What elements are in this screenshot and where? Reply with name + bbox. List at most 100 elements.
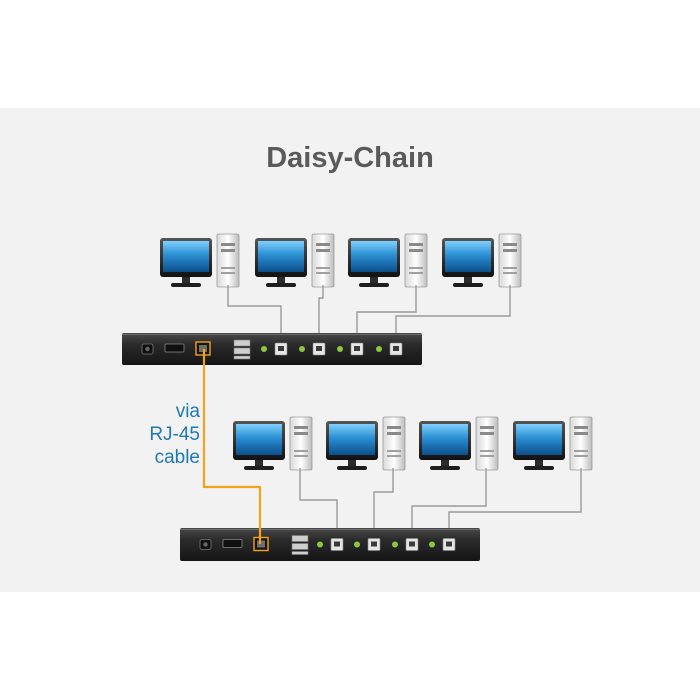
led-indicator-icon [299, 346, 305, 352]
pc-vent [409, 267, 423, 269]
pc-drive-bay [480, 432, 494, 435]
usb-cable [318, 285, 324, 337]
pc-drive-bay [387, 432, 401, 435]
led-indicator-icon [354, 541, 360, 548]
led-indicator-icon [337, 346, 343, 352]
pc-tower-icon [382, 416, 406, 471]
pc-vent [221, 272, 235, 274]
power-jack-pin [145, 346, 150, 352]
pc-drive-bay [503, 249, 517, 252]
usb-b-port-opening [334, 541, 340, 547]
usb-b-port-opening [409, 541, 415, 547]
monitor-screen [445, 241, 491, 272]
usb-cable [227, 285, 282, 337]
pc-drive-bay [294, 432, 308, 435]
usb-b-port-opening [278, 346, 284, 351]
diagram-title: Daisy-Chain [266, 142, 434, 174]
monitor-neck [277, 277, 285, 283]
monitor-screen [236, 424, 282, 455]
rj45-port-contacts [199, 345, 207, 352]
kvm-switch-body [122, 333, 422, 365]
usb-b-port-opening [354, 346, 360, 351]
usb-a-port-icon [233, 355, 251, 360]
led-indicator-icon [261, 346, 267, 352]
pc-drive-bay [480, 426, 494, 429]
monitor-neck [535, 460, 543, 466]
usb-a-port-icon [233, 347, 251, 355]
usb-cable [299, 468, 338, 532]
usb-a-port-icon [233, 339, 251, 347]
pc-tower-icon [475, 416, 499, 471]
monitor-screen [422, 424, 468, 455]
pc-vent [503, 267, 517, 269]
monitor-base [453, 283, 483, 287]
kvm-switch-body [180, 528, 480, 561]
led-indicator-icon [317, 541, 323, 548]
usb-b-port-opening [393, 346, 399, 351]
monitor-screen [258, 241, 304, 272]
led-indicator-icon [392, 541, 398, 548]
pc-vent [316, 272, 330, 274]
cable-label-line-3: cable [154, 447, 200, 468]
monitor-neck [255, 460, 263, 466]
monitor-base [244, 466, 274, 470]
monitor-screen [163, 241, 209, 272]
pc-drive-bay [574, 426, 588, 429]
pc-vent [503, 272, 517, 274]
usb-a-port-icon [291, 551, 309, 555]
monitor-screen [351, 241, 397, 272]
monitor-base [266, 283, 296, 287]
usb-cable [395, 285, 511, 337]
monitor-screen [329, 424, 375, 455]
rj45-cable-group [202, 349, 262, 544]
power-jack-pin [203, 542, 208, 547]
rj45-daisy-chain-cable [202, 349, 262, 544]
pc-tower-icon [311, 233, 335, 288]
monitor-neck [464, 277, 472, 283]
pc-vent [294, 455, 308, 457]
pc-vent [294, 450, 308, 452]
pc-drive-bay [574, 432, 588, 435]
pc-vent [387, 450, 401, 452]
monitor-base [430, 466, 460, 470]
cable-label-line-1: via [175, 401, 200, 422]
usb-a-port-icon [291, 535, 309, 542]
hdmi-port-icon [164, 343, 185, 353]
pc-vent [316, 267, 330, 269]
usb-cable [373, 468, 394, 532]
pc-vent [387, 455, 401, 457]
monitor-screen [516, 424, 562, 455]
pc-drive-bay [409, 249, 423, 252]
led-indicator-icon [429, 541, 435, 548]
pc-vent [574, 450, 588, 452]
pc-tower-icon [404, 233, 428, 288]
monitor-neck [370, 277, 378, 283]
usb-cable [356, 285, 417, 337]
led-indicator-icon [376, 346, 382, 352]
pc-vent [480, 455, 494, 457]
usb-b-port-opening [371, 541, 377, 547]
pc-tower-icon [498, 233, 522, 288]
pc-drive-bay [316, 243, 330, 246]
top-kvm-unit [122, 233, 522, 365]
pc-drive-bay [387, 426, 401, 429]
pc-drive-bay [221, 243, 235, 246]
usb-cable [448, 468, 582, 532]
kvm-switch-highlight [122, 334, 422, 335]
pc-drive-bay [316, 249, 330, 252]
monitor-neck [348, 460, 356, 466]
pc-drive-bay [503, 243, 517, 246]
usb-cable [411, 468, 487, 532]
bottom-kvm-unit [180, 416, 593, 561]
cable-label-line-2: RJ-45 [149, 424, 200, 445]
cable-label: via RJ-45 cable [120, 400, 200, 469]
usb-b-port-opening [316, 346, 322, 351]
kvm-switch-highlight [180, 529, 480, 530]
pc-vent [574, 455, 588, 457]
pc-vent [409, 272, 423, 274]
pc-tower-icon [216, 233, 240, 288]
pc-vent [221, 267, 235, 269]
monitor-base [524, 466, 554, 470]
monitor-neck [441, 460, 449, 466]
